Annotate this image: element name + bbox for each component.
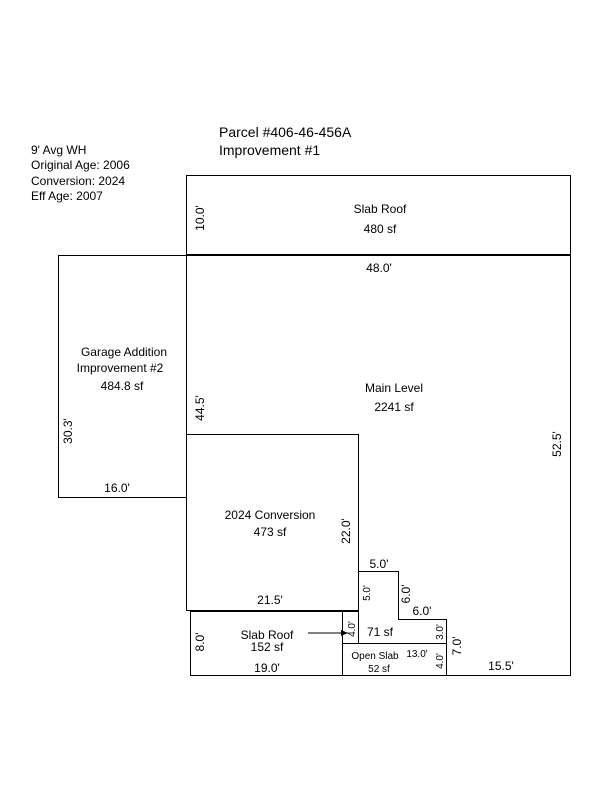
garage-addition-outline	[58, 255, 187, 498]
step-3-height-dim: 3.0'	[435, 624, 446, 640]
main-level-left-dim: 44.5'	[193, 395, 207, 421]
open-slab-area-outline	[342, 571, 447, 676]
garage-width-dim: 16.0'	[104, 481, 130, 495]
conversion-area: 473 sf	[254, 525, 287, 539]
main-level-outline	[186, 255, 571, 676]
slab-roof-bottom-area: 152 sf	[251, 640, 284, 654]
step-6-width-dim: 6.0'	[413, 604, 432, 618]
parcel-label: Parcel #406-46-456A	[219, 124, 352, 140]
garage-height-dim: 30.3'	[61, 418, 75, 444]
main-level-area: 2241 sf	[374, 400, 414, 414]
garage-name-line2: Improvement #2	[77, 361, 164, 375]
garage-area: 484.8 sf	[101, 379, 144, 393]
original-age-label: Original Age: 2006	[31, 158, 130, 172]
bottom-right-width-dim: 15.5'	[488, 659, 514, 673]
slab-roof-top-name: Slab Roof	[354, 202, 407, 216]
slab-roof-top-area: 480 sf	[364, 222, 397, 236]
main-level-name: Main Level	[365, 381, 423, 395]
conversion-year-label: Conversion: 2024	[31, 174, 125, 188]
open-slab-name: Open Slab	[351, 651, 399, 662]
garage-name-line1: Garage Addition	[81, 345, 167, 359]
open-slab-width-dim: 13.0'	[406, 649, 427, 660]
eff-age-label: Eff Age: 2007	[31, 189, 103, 203]
slab-roof-bottom-name: Slab Roof	[241, 628, 294, 642]
conversion-height-dim: 22.0'	[339, 518, 353, 544]
slab-roof-top-height-dim: 10.0'	[193, 205, 207, 231]
arrow-head-icon	[341, 630, 348, 636]
patio-height-dim: 4.0'	[347, 621, 358, 637]
patio-area: 71 sf	[367, 625, 394, 639]
slab-roof-top-width-dim: 48.0'	[366, 261, 392, 275]
conversion-width-dim: 21.5'	[257, 593, 283, 607]
conversion-name: 2024 Conversion	[225, 508, 316, 522]
open-slab-height-dim: 4.0'	[435, 653, 446, 669]
slab-roof-top-outline	[186, 175, 571, 255]
improvement-label: Improvement #1	[219, 142, 320, 158]
wall-height-label: 9' Avg WH	[31, 143, 86, 157]
step-7-height-dim: 7.0'	[450, 637, 464, 656]
slab-roof-bottom-width-dim: 19.0'	[254, 661, 280, 675]
step-5-width-dim: 5.0'	[370, 557, 389, 571]
step-6-height-dim: 6.0'	[399, 585, 413, 604]
slab-roof-bottom-height-dim: 8.0'	[193, 633, 207, 652]
step-5-height-dim: 5.0'	[362, 585, 373, 601]
conversion-outline	[186, 434, 359, 611]
open-slab-area: 52 sf	[368, 664, 390, 675]
main-level-right-dim: 52.5'	[550, 431, 564, 457]
